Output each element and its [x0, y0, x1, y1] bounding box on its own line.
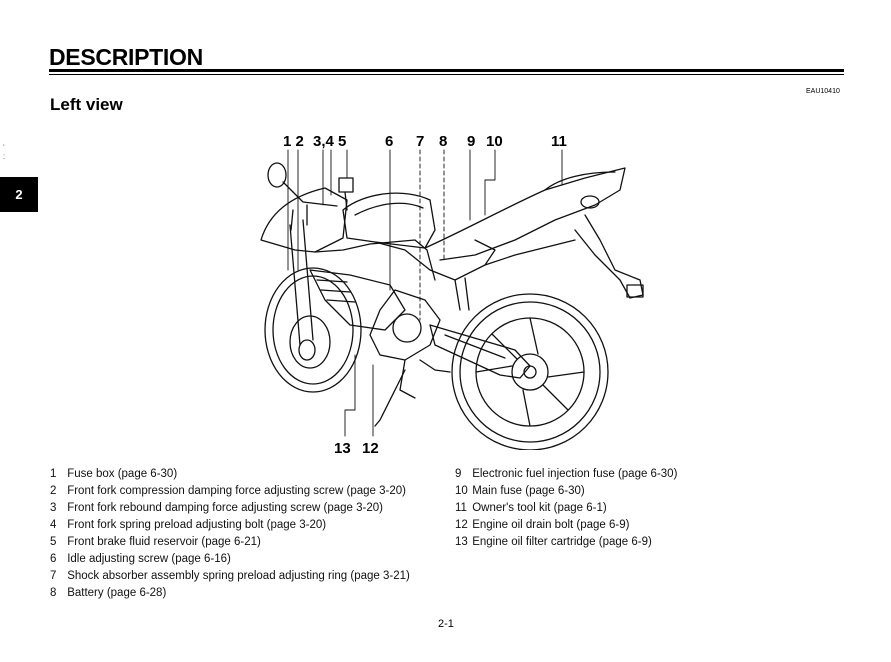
document-code: EAU10410	[806, 88, 840, 95]
legend-item: 3 Front fork rebound damping force adjus…	[50, 502, 383, 514]
callout-10: 10	[486, 133, 503, 150]
callout-13: 13	[334, 440, 351, 457]
legend-item: 6 Idle adjusting screw (page 6-16)	[50, 553, 231, 565]
legend-item: 7 Shock absorber assembly spring preload…	[50, 570, 410, 582]
section-title: Left view	[50, 95, 123, 114]
title-rule-thin	[49, 74, 844, 75]
callout-3-4-5: 3,4 5	[313, 133, 347, 150]
chapter-tab: 2	[0, 177, 38, 212]
scan-mark: :	[3, 152, 6, 161]
legend-item: 2 Front fork compression damping force a…	[50, 485, 406, 497]
scan-mark: ‘	[3, 143, 5, 152]
callout-1-2: 1 2	[283, 133, 304, 150]
legend-item: 5 Front brake fluid reservoir (page 6-21…	[50, 536, 261, 548]
legend-item: 12 Engine oil drain bolt (page 6-9)	[455, 519, 630, 531]
legend-left: 1 Fuse box (page 6-30) 2 Front fork comp…	[50, 466, 410, 602]
legend-item: 8 Battery (page 6-28)	[50, 587, 167, 599]
callout-12: 12	[362, 440, 379, 457]
legend-item: 10 Main fuse (page 6-30)	[455, 485, 585, 497]
motorcycle-illustration	[260, 149, 644, 450]
legend-item: 13 Engine oil filter cartridge (page 6-9…	[455, 536, 652, 548]
callout-11: 11	[551, 133, 567, 150]
legend-item: 1 Fuse box (page 6-30)	[50, 468, 178, 480]
title-rule	[49, 69, 844, 72]
page-title: DESCRIPTION	[49, 44, 203, 70]
front-wheel	[264, 267, 362, 393]
callout-8: 8	[439, 133, 448, 150]
callout-7: 7	[416, 133, 425, 150]
legend-item: 4 Front fork spring preload adjusting bo…	[50, 519, 327, 531]
callout-9: 9	[467, 133, 476, 150]
legend-right: 9 Electronic fuel injection fuse (page 6…	[455, 466, 677, 551]
callout-6: 6	[385, 133, 394, 150]
legend-item: 9 Electronic fuel injection fuse (page 6…	[455, 468, 678, 480]
page-number: 2-1	[438, 618, 454, 630]
legend-item: 11 Owner's tool kit (page 6-1)	[455, 502, 607, 514]
rear-wheel	[451, 293, 609, 450]
